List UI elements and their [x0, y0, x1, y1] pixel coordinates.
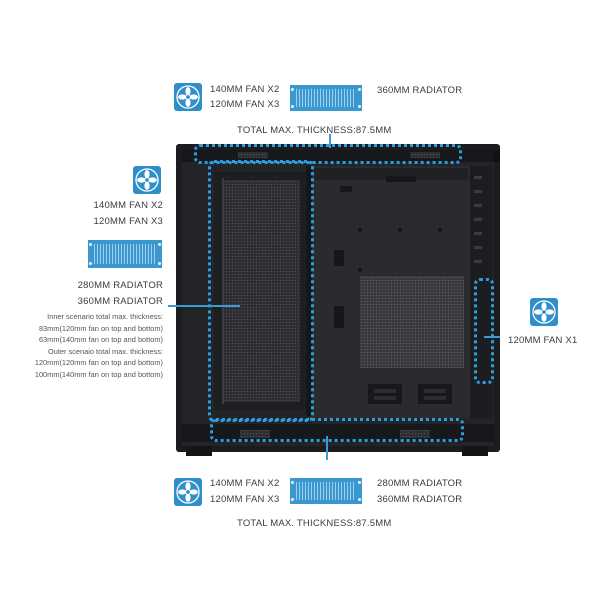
note-line: Outer scenaio total max. thickness: — [47, 346, 163, 356]
top-fan-label-1: 140MM FAN X2 — [210, 84, 280, 95]
fan-icon — [530, 298, 558, 326]
note-line: 100mm(140mm fan on top and bottom) — [34, 369, 163, 379]
radiator-icon — [290, 85, 362, 111]
left-mount-zone — [208, 160, 314, 422]
fan-icon — [174, 478, 202, 506]
fan-icon — [174, 83, 202, 111]
left-fan-label-2: 120MM FAN X3 — [93, 216, 163, 227]
left-thickness-notes: Inner scenario total max. thickness: 83m… — [35, 311, 163, 381]
left-radiator-label-1: 280MM RADIATOR — [77, 280, 163, 291]
bottom-leader-line — [326, 436, 328, 460]
bottom-fan-label-2: 120MM FAN X3 — [210, 494, 280, 505]
top-radiator-label: 360MM RADIATOR — [377, 85, 463, 96]
left-fan-label-1: 140MM FAN X2 — [93, 200, 163, 211]
rear-mount-zone — [474, 278, 494, 384]
top-fan-label-2: 120MM FAN X3 — [210, 99, 280, 110]
left-radiator-label-2: 360MM RADIATOR — [77, 296, 163, 307]
right-leader-line — [484, 336, 500, 338]
note-line: Inner scenario total max. thickness: — [47, 312, 163, 321]
bottom-mount-zone — [210, 418, 464, 442]
radiator-icon — [88, 240, 162, 268]
note-line: 120mm(120mm fan on top and bottom) — [34, 358, 163, 368]
bottom-thickness-label: TOTAL MAX. THICKNESS:87.5MM — [237, 518, 392, 529]
top-leader-line — [329, 134, 331, 148]
top-thickness-label: TOTAL MAX. THICKNESS:87.5MM — [237, 125, 392, 136]
note-line: 83mm(120mm fan on top and bottom) — [38, 323, 163, 333]
right-fan-label: 120MM FAN X1 — [508, 335, 578, 346]
left-leader-line — [168, 305, 240, 307]
bottom-radiator-label-2: 360MM RADIATOR — [377, 494, 463, 505]
bottom-radiator-label-1: 280MM RADIATOR — [377, 478, 463, 489]
radiator-icon — [290, 478, 362, 504]
fan-icon — [133, 166, 161, 194]
top-mount-zone — [194, 144, 462, 164]
bottom-fan-label-1: 140MM FAN X2 — [210, 478, 280, 489]
note-line: 63mm(140mm fan on top and bottom) — [38, 335, 163, 345]
